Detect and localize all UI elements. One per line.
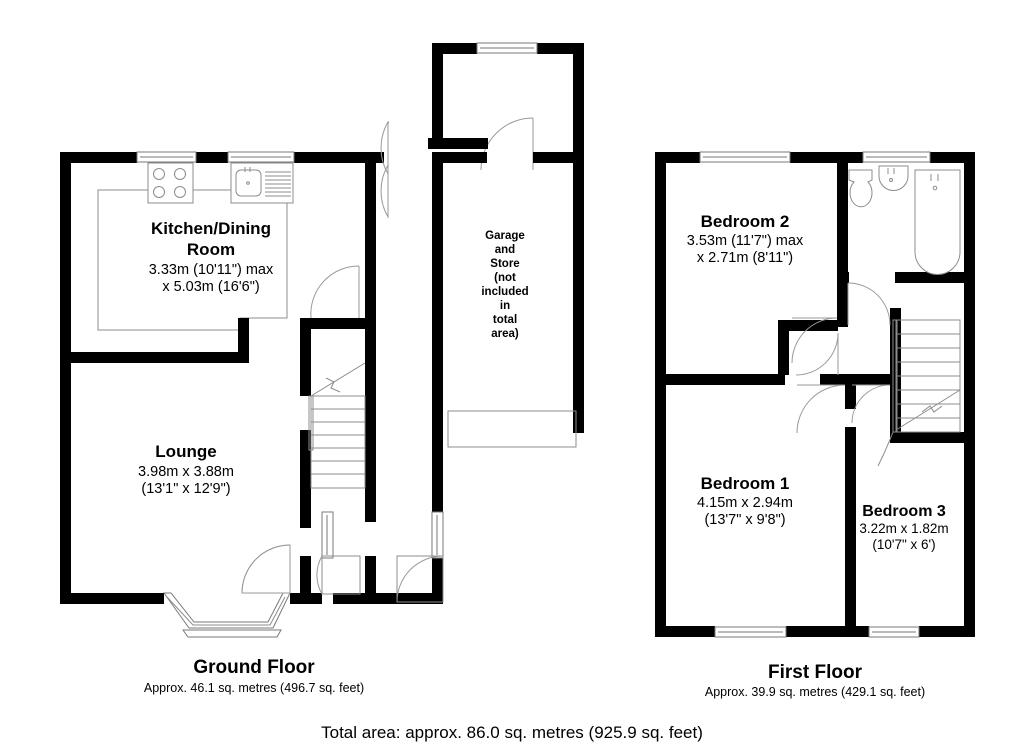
first-floor-walls bbox=[655, 152, 975, 637]
garage-line-2: Store bbox=[490, 258, 519, 270]
garage-walls bbox=[428, 43, 584, 462]
door-arc-garage-side bbox=[380, 121, 389, 219]
toilet-icon bbox=[848, 169, 873, 208]
bedroom1-dim-line1: 4.15m x 2.94m bbox=[697, 495, 793, 511]
door-arc-kitchen-hall bbox=[310, 265, 360, 319]
door-arc-hall-front bbox=[316, 555, 361, 595]
door-arc-bathroom bbox=[847, 282, 891, 326]
door-arc-store bbox=[480, 117, 534, 171]
room-label-kitchen-dining: Kitchen/Dining Room 3.33m (10'11") max x… bbox=[149, 219, 274, 295]
kitchen-name-line1: Kitchen/Dining bbox=[151, 219, 271, 238]
garage-line-1: and bbox=[495, 244, 515, 256]
bathtub-icon bbox=[914, 169, 961, 275]
garage-line-4: included bbox=[481, 286, 528, 298]
staircase-ground bbox=[308, 362, 366, 489]
room-label-bedroom-3: Bedroom 3 3.22m x 1.82m (10'7" x 6') bbox=[859, 503, 948, 552]
total-area-caption: Total area: approx. 86.0 sq. metres (925… bbox=[321, 723, 703, 742]
lounge-name: Lounge bbox=[155, 442, 216, 461]
window-bedroom1 bbox=[714, 626, 787, 638]
window-bathroom bbox=[862, 151, 931, 163]
bedroom3-name: Bedroom 3 bbox=[862, 503, 946, 520]
door-arc-lounge bbox=[241, 544, 291, 594]
window-bedroom3 bbox=[868, 626, 920, 638]
bedroom1-dim-line2: (13'7" x 9'8") bbox=[704, 512, 785, 528]
door-arc-bedroom2 bbox=[791, 317, 838, 364]
garage-line-6: total bbox=[493, 314, 517, 326]
window-garage-top bbox=[476, 42, 538, 54]
room-label-lounge: Lounge 3.98m x 3.88m (13'1" x 12'9") bbox=[138, 442, 234, 497]
garage-line-5: in bbox=[500, 300, 510, 312]
ground-floor-title: Ground Floor bbox=[193, 657, 315, 678]
kitchen-dim-line2: x 5.03m (16'6") bbox=[162, 279, 259, 295]
room-label-garage-store: Garage and Store (not included in total … bbox=[481, 230, 528, 340]
ground-floor-walls bbox=[60, 152, 443, 604]
lounge-dim-line1: 3.98m x 3.88m bbox=[138, 464, 234, 480]
garage-line-0: Garage bbox=[485, 230, 525, 242]
staircase-first bbox=[877, 319, 961, 467]
window-bedroom2 bbox=[699, 151, 791, 163]
garage-door bbox=[447, 410, 577, 448]
room-label-bedroom-2: Bedroom 2 3.53m (11'7") max x 2.71m (8'1… bbox=[687, 212, 804, 266]
window-kitchen-right bbox=[227, 151, 295, 163]
first-floor-subtitle: Approx. 39.9 sq. metres (429.1 sq. feet) bbox=[705, 685, 925, 699]
hob-icon bbox=[147, 162, 194, 204]
first-floor-plan: Bedroom 2 3.53m (11'7") max x 2.71m (8'1… bbox=[655, 151, 975, 699]
ground-floor-plan: Kitchen/Dining Room 3.33m (10'11") max x… bbox=[60, 42, 584, 695]
window-hall-right bbox=[431, 511, 444, 559]
wash-basin-icon bbox=[878, 165, 909, 191]
door-arc-bedroom3 bbox=[851, 384, 891, 424]
bay-window-lounge bbox=[163, 592, 291, 638]
sink-icon bbox=[230, 162, 294, 204]
bedroom2-dim-line1: 3.53m (11'7") max bbox=[687, 233, 804, 249]
door-arc-hall-front-2 bbox=[396, 555, 444, 603]
first-floor-title: First Floor bbox=[768, 662, 863, 683]
bedroom3-dim-line2: (10'7" x 6') bbox=[872, 537, 935, 552]
window-hall-left bbox=[321, 511, 334, 559]
bedroom2-name: Bedroom 2 bbox=[701, 212, 790, 231]
room-label-bedroom-1: Bedroom 1 4.15m x 2.94m (13'7" x 9'8") bbox=[697, 474, 793, 528]
bedroom1-name: Bedroom 1 bbox=[701, 474, 790, 493]
ground-floor-subtitle: Approx. 46.1 sq. metres (496.7 sq. feet) bbox=[144, 681, 364, 695]
bedroom3-dim-line1: 3.22m x 1.82m bbox=[859, 521, 948, 536]
door-arc-bedroom1 bbox=[796, 384, 846, 434]
kitchen-name-line2: Room bbox=[187, 240, 235, 259]
garage-line-7: area) bbox=[491, 328, 519, 340]
kitchen-counter-outline bbox=[97, 189, 288, 331]
window-kitchen-left bbox=[136, 151, 197, 163]
kitchen-dim-line1: 3.33m (10'11") max bbox=[149, 262, 274, 278]
lounge-dim-line2: (13'1" x 12'9") bbox=[141, 481, 230, 497]
bedroom2-dim-line2: x 2.71m (8'11") bbox=[697, 250, 793, 266]
door-arc-airing-cupboard bbox=[795, 332, 839, 376]
garage-line-3: (not bbox=[494, 272, 516, 284]
